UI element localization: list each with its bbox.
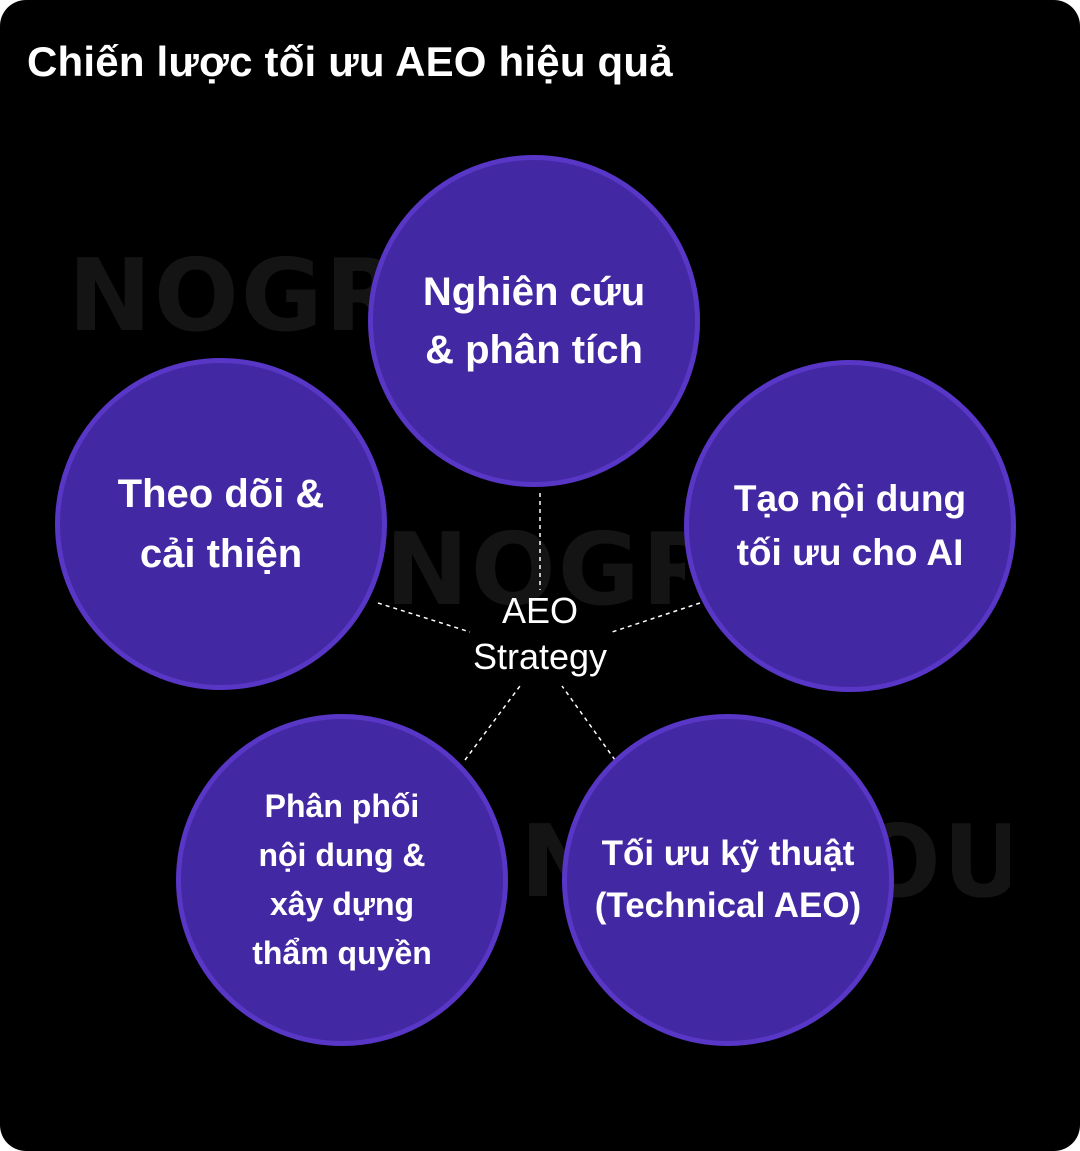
watermark-logo: NOGROUP — [385, 520, 685, 612]
diagram-title: Chiến lược tối ưu AEO hiệu quả — [27, 38, 673, 85]
node-monitor-improve: Theo dõi & cải thiện — [55, 358, 387, 690]
connector-technical — [561, 685, 616, 761]
node-ai-content-creation: Tạo nội dung tối ưu cho AI — [684, 360, 1016, 692]
connector-monitor — [377, 602, 471, 633]
node-research-analysis: Nghiên cứu & phân tích — [368, 155, 700, 487]
node-label: Tạo nội dung tối ưu cho AI — [733, 478, 967, 573]
center-label: AEO Strategy — [472, 590, 608, 677]
node-distribution-authority: Phân phối nội dung & xây dựng thẩm quyền — [176, 714, 508, 1046]
node-technical-aeo: Tối ưu kỹ thuật (Technical AEO) — [562, 714, 894, 1046]
connector-distribution — [464, 685, 521, 761]
watermark-logo: NOGROUP — [68, 246, 398, 338]
node-label: Nghiên cứu & phân tích — [422, 270, 646, 372]
node-label: Theo dõi & cải thiện — [117, 472, 325, 576]
node-label: Tối ưu kỹ thuật (Technical AEO) — [594, 834, 862, 925]
node-label: Phân phối nội dung & xây dựng thẩm quyền — [252, 788, 432, 971]
